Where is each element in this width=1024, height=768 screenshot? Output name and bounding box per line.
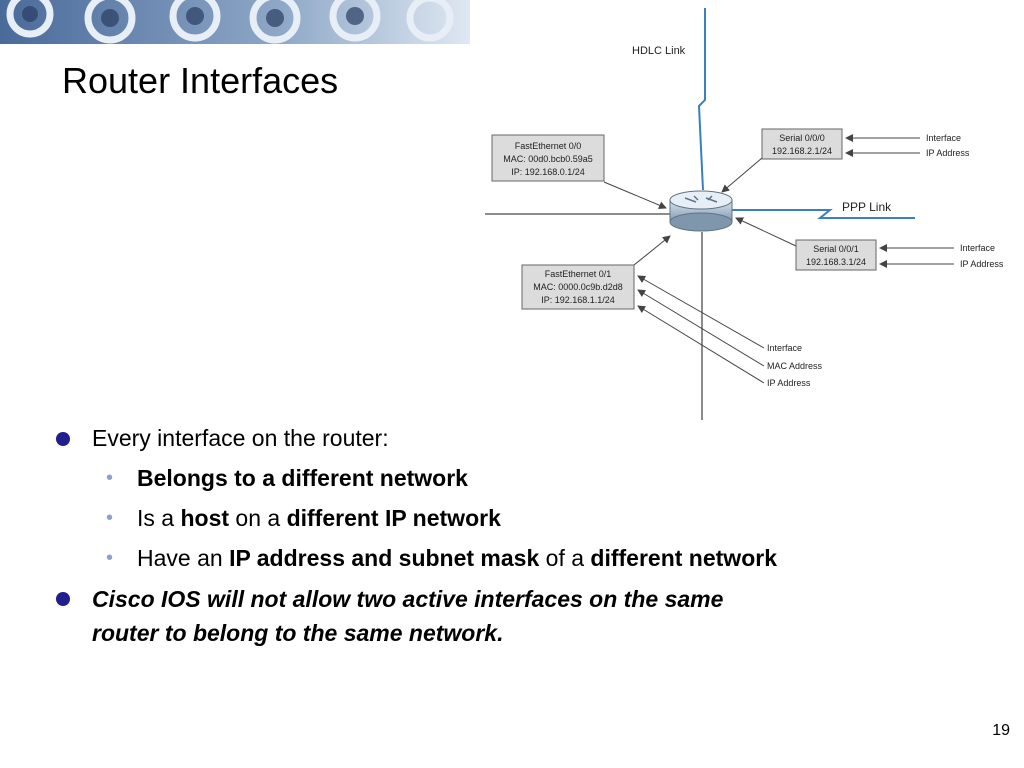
sub-bullet-item: • Is a host on a different IP network [56,498,956,538]
fastethernet-0-1-box: FastEthernet 0/1 MAC: 0000.0c9b.d2d8 IP:… [521,264,635,310]
bullet-dot-icon [56,592,70,606]
bullet-item: Cisco IOS will not allow two active inte… [56,582,956,650]
sub-bullet-dot-icon: • [106,547,114,569]
sub-bullet-item: • Have an IP address and subnet mask of … [56,538,956,578]
router-interfaces-diagram: HDLC Link PPP Link FastEthernet 0/0 MAC:… [485,8,1004,420]
serial-000-interface-label: Interface [926,133,961,143]
serial-0-0-1-box: Serial 0/0/1 192.168.3.1/24 [795,239,877,271]
ppp-link-label: PPP Link [842,200,892,214]
svg-text:IP: 192.168.0.1/24: IP: 192.168.0.1/24 [511,167,585,177]
svg-text:MAC: 0000.0c9b.d2d8: MAC: 0000.0c9b.d2d8 [533,282,623,292]
bullet-item: Every interface on the router: [56,418,956,458]
svg-text:192.168.2.1/24: 192.168.2.1/24 [772,146,832,156]
fastethernet-0-0-box: FastEthernet 0/0 MAC: 00d0.bcb0.59a5 IP:… [491,134,605,182]
svg-text:Serial 0/0/1: Serial 0/0/1 [813,244,859,254]
sub-bullet-dot-icon: • [106,467,114,489]
hdlc-link-line [697,8,706,191]
svg-text:Serial 0/0/0: Serial 0/0/0 [779,133,825,143]
sub-bullet-item: • Belongs to a different network [56,458,956,498]
header-banner-image [0,0,470,44]
bullet-dot-icon [56,432,70,446]
hdlc-link-label: HDLC Link [632,45,686,57]
svg-text:MAC: 00d0.bcb0.59a5: MAC: 00d0.bcb0.59a5 [503,154,593,164]
serial-0-0-0-box: Serial 0/0/0 192.168.2.1/24 [761,128,843,160]
slide-title: Router Interfaces [62,60,339,101]
svg-text:FastEthernet 0/0: FastEthernet 0/0 [515,141,582,151]
svg-text:FastEthernet 0/1: FastEthernet 0/1 [545,269,612,279]
serial-001-interface-label: Interface [960,243,995,253]
bullet-list: Every interface on the router: • Belongs… [56,418,956,650]
svg-text:IP: 192.168.1.1/24: IP: 192.168.1.1/24 [541,295,615,305]
fe01-ip-label: IP Address [767,378,811,388]
page-number: 19 [992,722,1010,739]
svg-text:192.168.3.1/24: 192.168.3.1/24 [806,257,866,267]
serial-001-ip-label: IP Address [960,259,1004,269]
sub-bullet-dot-icon: • [106,507,114,529]
fe01-interface-label: Interface [767,343,802,353]
fe01-mac-label: MAC Address [767,361,823,371]
serial-000-ip-label: IP Address [926,148,970,158]
ppp-link-line [732,209,915,219]
router-icon [669,190,733,232]
